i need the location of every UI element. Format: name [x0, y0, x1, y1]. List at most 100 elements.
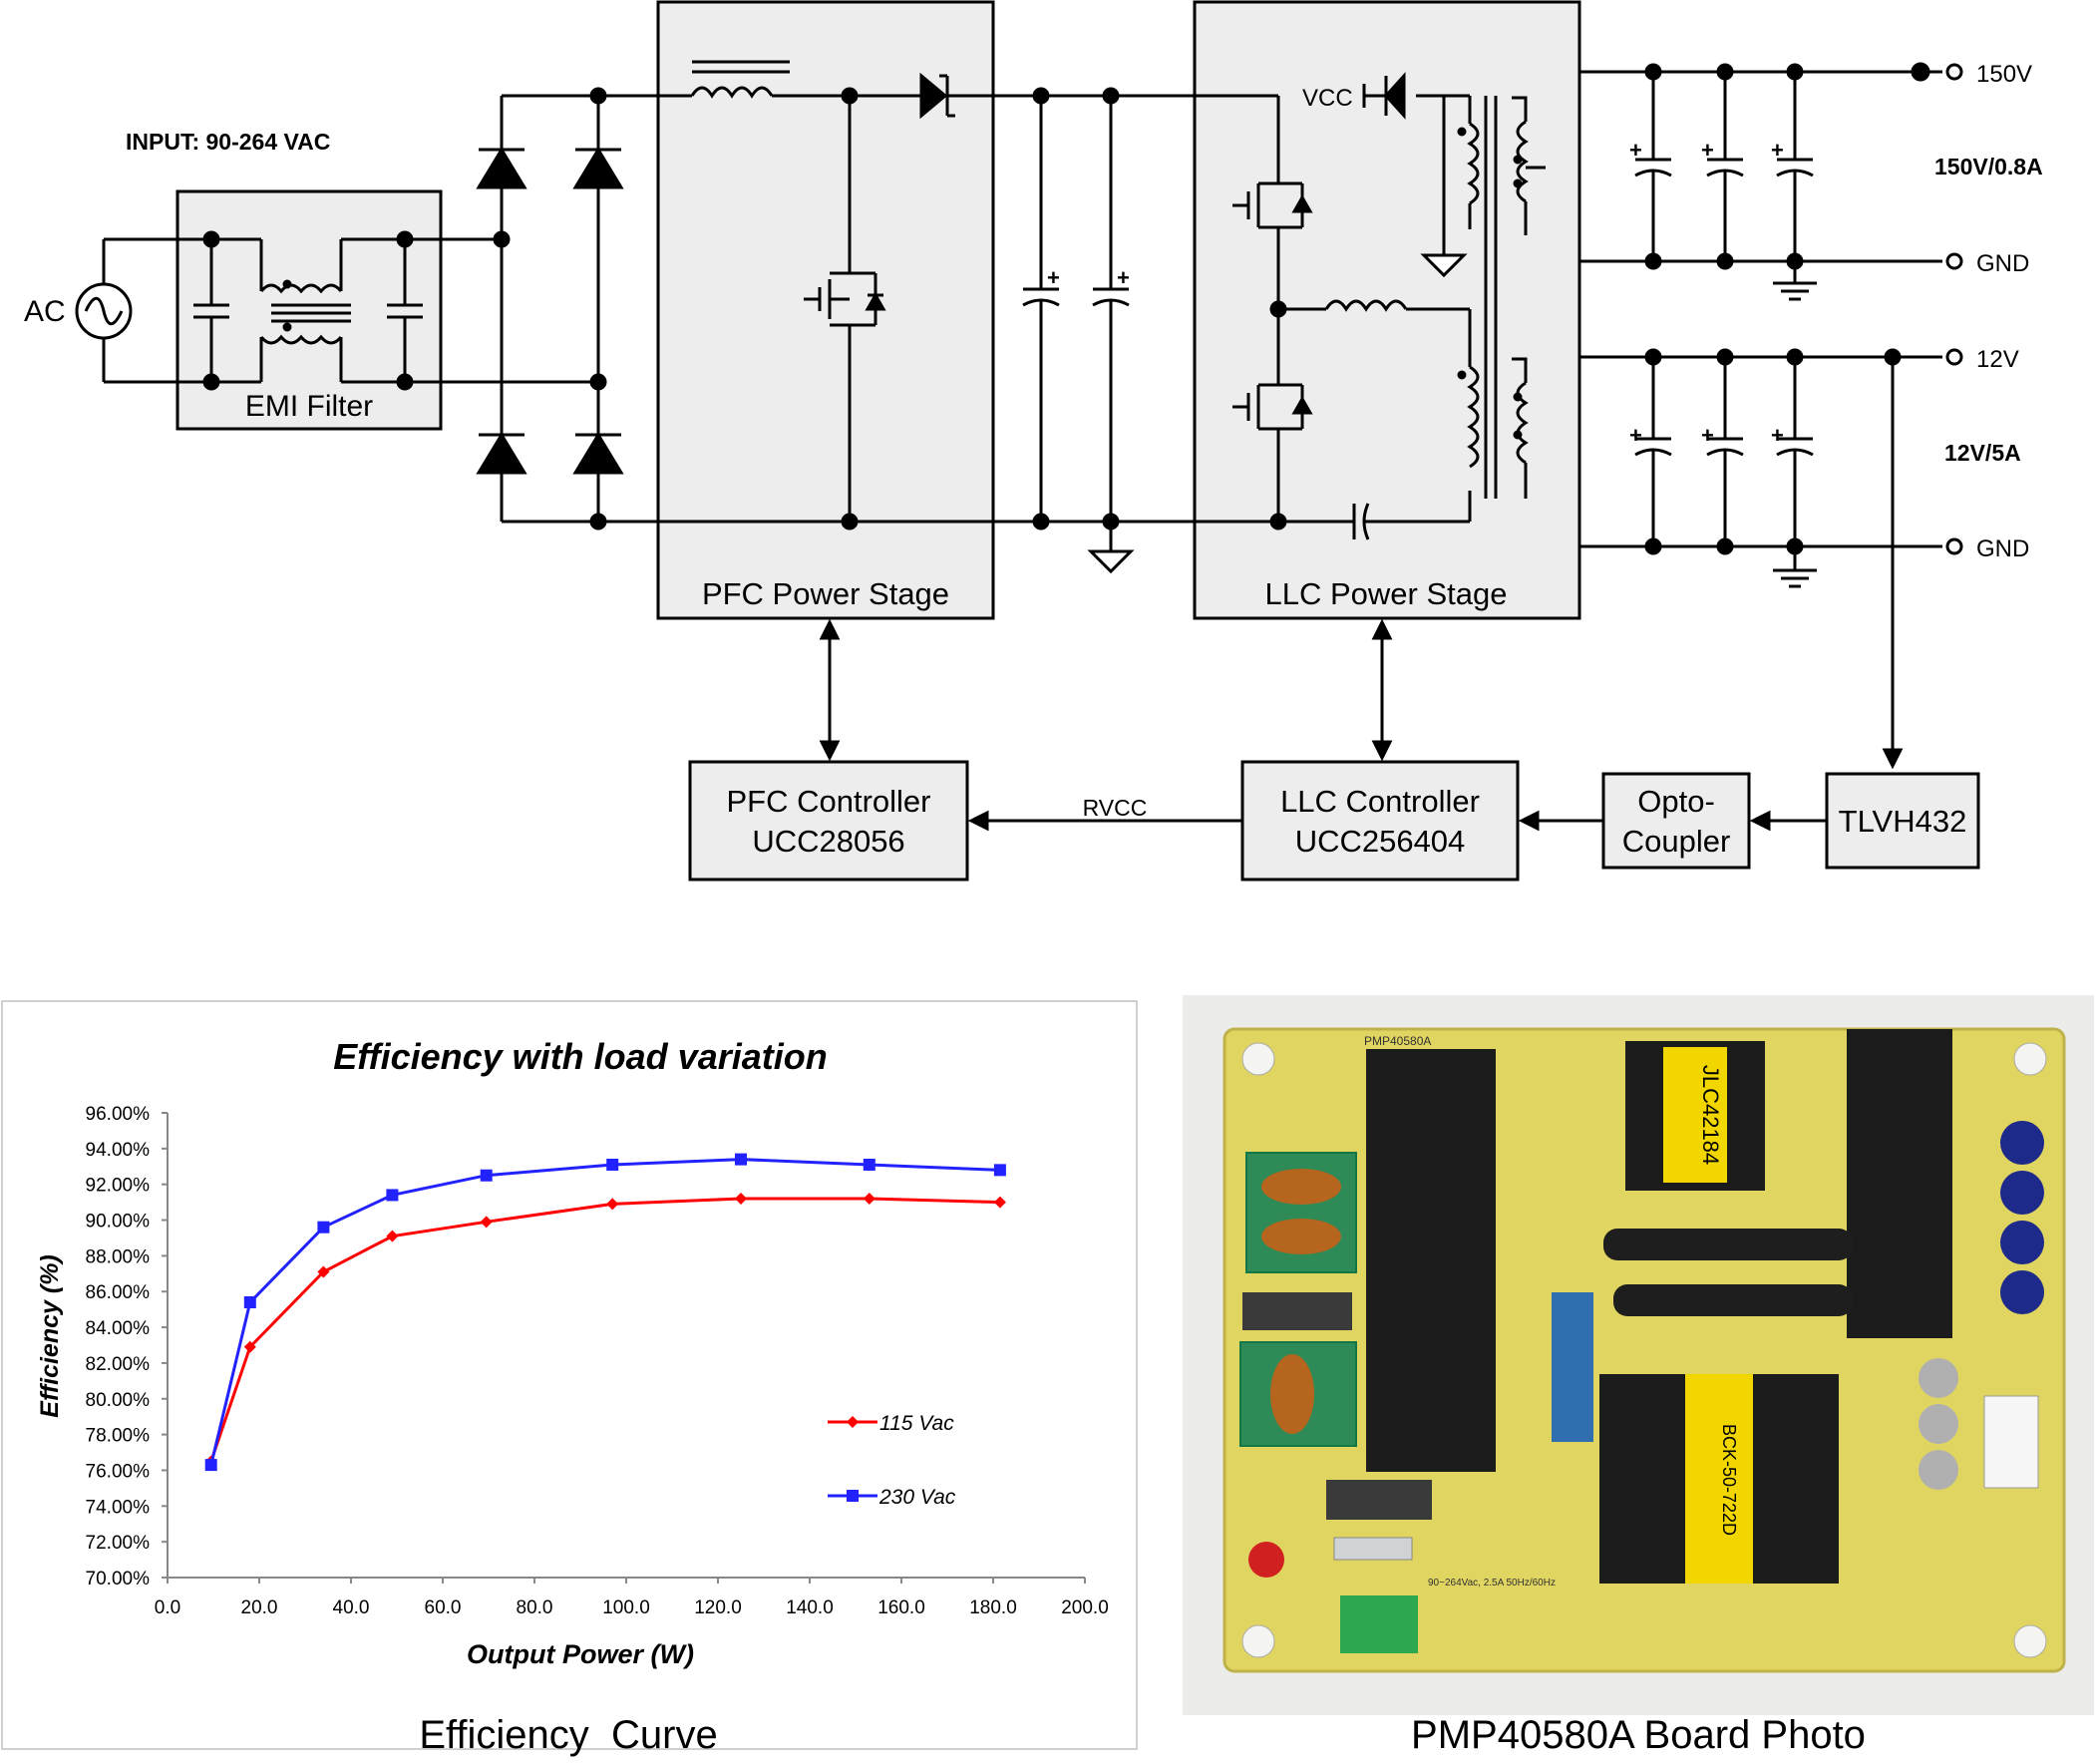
mounting-hole [2013, 1624, 2047, 1658]
data-point-230-vac [993, 1164, 1006, 1177]
x-axis-label: Output Power (W) [467, 1639, 694, 1669]
chart-series [204, 1153, 1006, 1472]
bridge-rectifier-part [1326, 1480, 1432, 1520]
chart-title: Efficiency with load variation [333, 1036, 827, 1077]
x-tick-label: 200.0 [1061, 1597, 1109, 1618]
vcc-label: VCC [1302, 85, 1353, 112]
aux-transformer-label [1685, 1374, 1753, 1584]
input-connector [1340, 1595, 1418, 1653]
polarity-mark: + [1701, 138, 1714, 163]
pfc-circuit [658, 60, 993, 530]
y-tick-label: 84.00% [86, 1318, 151, 1339]
mounting-hole [1241, 1042, 1275, 1076]
efficiency-chart: Efficiency with load variation 70.00% 72.… [1, 1000, 1138, 1750]
bulk-capacitor [1613, 1284, 1853, 1316]
ac-label: AC [24, 295, 66, 328]
optocoupler-line2: Coupler [1622, 824, 1731, 859]
x-tick-label: 40.0 [333, 1597, 370, 1618]
y-tick-label: 80.00% [86, 1390, 151, 1411]
mounting-hole [2013, 1042, 2047, 1076]
data-point-230-vac [243, 1295, 256, 1308]
pfc-controller-line1: PFC Controller [727, 784, 931, 819]
llc-stage-label: LLC Power Stage [1265, 576, 1508, 611]
tlvh432-block [1825, 772, 1980, 870]
data-point-115-vac [606, 1198, 619, 1211]
data-point-230-vac [204, 1459, 217, 1472]
data-point-230-vac [863, 1158, 875, 1171]
red-button [1248, 1542, 1284, 1578]
x-tick-label: 80.0 [517, 1597, 553, 1618]
y-tick-label: 78.00% [86, 1426, 151, 1447]
x-tick-label: 20.0 [241, 1597, 278, 1618]
gnd-label-12v: GND [1976, 535, 2029, 562]
polarity-mark: + [1629, 138, 1642, 163]
data-point-115-vac [480, 1216, 493, 1229]
output-capacitor [2000, 1171, 2044, 1215]
main-transformer-label [1663, 1047, 1727, 1183]
pfc-stage-label: PFC Power Stage [702, 576, 949, 611]
output-12v-circuit [1579, 348, 1963, 770]
polarity-mark: + [1047, 265, 1060, 290]
x-tick-label: 120.0 [694, 1597, 742, 1618]
y-tick-label: 90.00% [86, 1212, 151, 1233]
data-point-115-vac [863, 1193, 875, 1206]
board-id-marking: PMP40580A [1364, 1034, 1431, 1048]
output-capacitor [1919, 1450, 1958, 1490]
copper-coil [1270, 1354, 1314, 1434]
y-tick-label: 76.00% [86, 1461, 151, 1482]
bulk-capacitors [993, 87, 1195, 574]
legend-label-115vac: 115 Vac [879, 1412, 954, 1435]
y-tick-label: 88.00% [86, 1246, 151, 1267]
data-point-230-vac [386, 1189, 399, 1202]
y-tick-label: 92.00% [86, 1176, 151, 1197]
input-rating-marking: 90~264Vac, 2.5A 50Hz/60Hz [1428, 1578, 1556, 1588]
emi-filter-label: EMI Filter [245, 390, 373, 423]
legend-label-230vac: 230 Vac [878, 1486, 956, 1509]
output-capacitor [1919, 1358, 1958, 1398]
mounting-hole [1241, 1624, 1275, 1658]
output-capacitor [1919, 1404, 1958, 1444]
llc-circuit [1195, 72, 1546, 540]
aux-transformer-marking: BCK-50-722D [1719, 1424, 1739, 1536]
output-capacitor [2000, 1121, 2044, 1165]
optocoupler-line1: Opto- [1637, 784, 1715, 819]
fuse [1333, 1537, 1413, 1561]
pfc-controller-block [688, 760, 969, 882]
x-tick-label: 60.0 [425, 1597, 462, 1618]
data-point-115-vac [993, 1196, 1006, 1209]
schematic-labels: INPUT: 90-264 VAC AC EMI Filter PFC Powe… [24, 61, 2043, 859]
emi-filter-circuit [193, 230, 423, 391]
legend-marker-230vac [847, 1490, 859, 1502]
polarity-mark: + [1701, 423, 1714, 448]
data-point-230-vac [606, 1158, 619, 1171]
optocoupler-block [1601, 772, 1751, 870]
right-heatsink [1847, 1029, 1952, 1338]
output-capacitor [2000, 1221, 2044, 1264]
llc-controller-line1: LLC Controller [1280, 784, 1480, 819]
data-point-230-vac [735, 1153, 747, 1166]
rvcc-label: RVCC [1083, 795, 1148, 821]
llc-controller-block [1240, 760, 1520, 882]
board-photo: JLC42184 BCK-50-722D PMP40580A 90~264Vac… [1183, 995, 2094, 1715]
y-tick-label: 96.00% [86, 1104, 151, 1125]
y-tick-label: 82.00% [86, 1354, 151, 1375]
ac-source [75, 237, 211, 384]
y-tick-label: 70.00% [86, 1569, 151, 1589]
legend: 115 Vac 230 Vac [828, 1412, 956, 1509]
data-point-230-vac [480, 1169, 493, 1182]
data-point-230-vac [317, 1221, 330, 1234]
x-capacitor [1242, 1292, 1352, 1330]
pfc-power-stage-block [656, 0, 995, 620]
output-capacitor [2000, 1270, 2044, 1314]
chart-caption: Efficiency Curve [419, 1713, 718, 1757]
gnd-label-150v: GND [1976, 250, 2029, 277]
chart-frame [1, 1000, 1138, 1750]
photo-caption: PMP40580A Board Photo [1411, 1713, 1866, 1757]
control-section [688, 618, 1980, 882]
y-tick-label: 72.00% [86, 1533, 151, 1554]
x-tick-label: 140.0 [786, 1597, 834, 1618]
y-axis-label: Efficiency (%) [36, 1254, 64, 1417]
